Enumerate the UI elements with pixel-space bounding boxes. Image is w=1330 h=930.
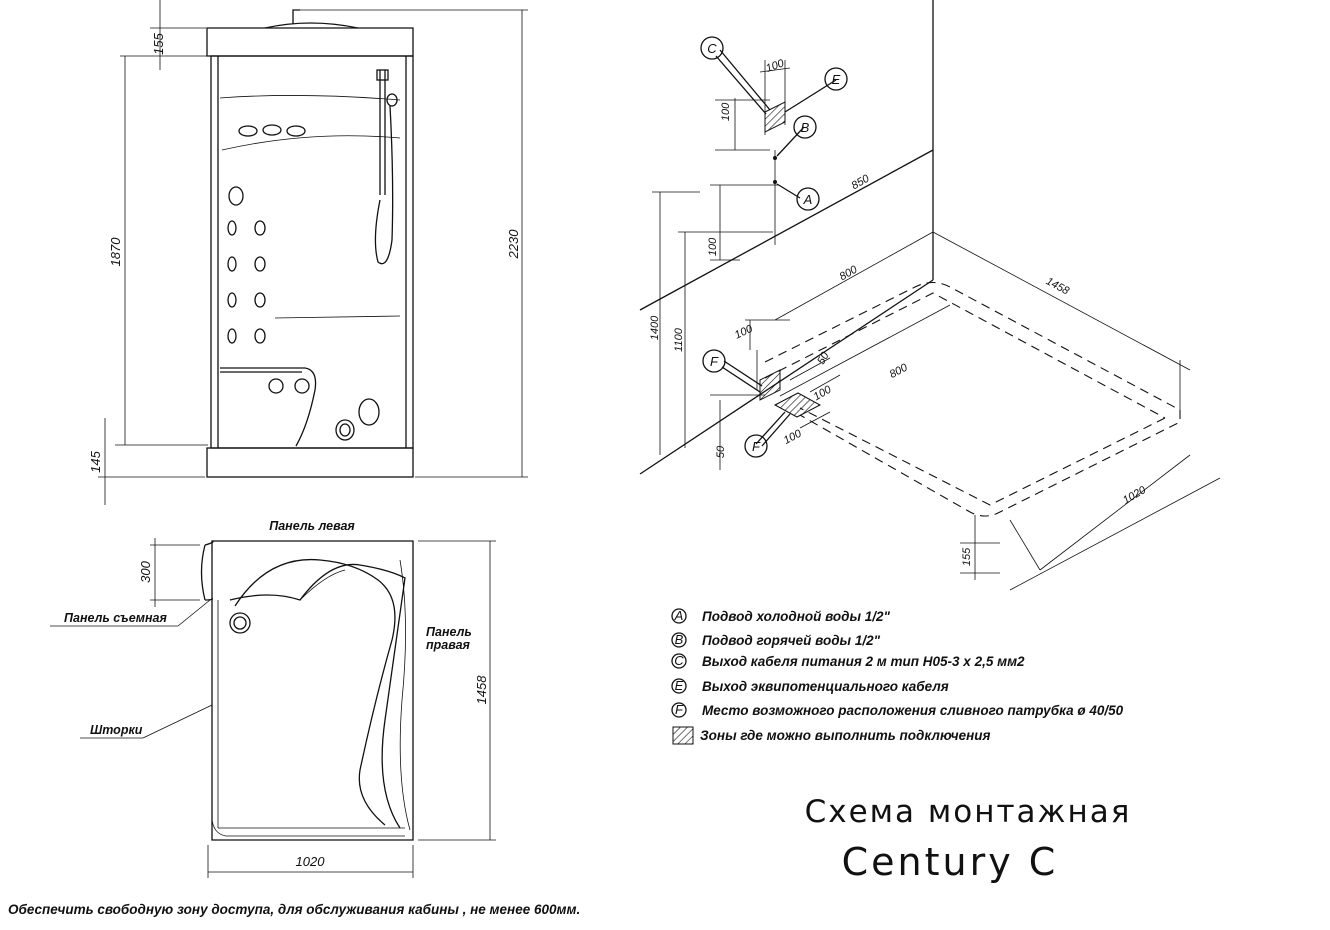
cabin-body — [210, 55, 414, 449]
dim-f-width: 100 — [733, 323, 756, 342]
svg-text:Место возможного расположения: Место возможного расположения сливного п… — [702, 703, 1124, 718]
svg-text:C: C — [674, 653, 684, 668]
isometric-view: C E B A F F 100 100 100 850 1400 1100 80… — [639, 0, 1221, 591]
cabin-base — [206, 447, 414, 478]
dim-f-50-left: 50 — [715, 445, 727, 458]
dim-h1400: 1400 — [649, 315, 661, 340]
dim-depth: 300 — [138, 560, 153, 582]
dim-total-height: 2230 — [506, 229, 521, 260]
dim-d155: 155 — [961, 547, 973, 566]
front-view: 155 1870 2230 145 — [88, 0, 528, 505]
legend-item-b: B Подвод горячей воды 1/2" — [671, 632, 881, 648]
zone-e-hatch — [764, 101, 786, 133]
dim-d1020: 1020 — [1121, 484, 1149, 507]
legend-item-e: E Выход эквипотенциального кабеля — [671, 678, 949, 694]
label-panel-left: Панель левая — [269, 519, 355, 533]
svg-text:E: E — [675, 678, 684, 693]
svg-text:Выход кабеля питания 2 м тип: Выход кабеля питания 2 м тип H05-3 x 2,5… — [702, 654, 1025, 669]
marker-f-floor: F — [752, 439, 761, 454]
title-line-2: Century C — [842, 840, 1059, 884]
label-curtains: Шторки — [90, 723, 143, 737]
svg-text:Выход эквипотенциального кабел: Выход эквипотенциального кабеля — [702, 679, 949, 694]
top-cap — [206, 27, 414, 57]
dim-body-height: 1870 — [108, 237, 123, 267]
top-dome — [264, 22, 359, 29]
dim-e-width: 100 — [764, 57, 786, 75]
legend-item-c: C Выход кабеля питания 2 м тип H05-3 x 2… — [671, 653, 1025, 669]
dim-f-100-bottom: 100 — [782, 427, 805, 447]
top-pipe — [292, 9, 300, 24]
dim-d800-front: 800 — [888, 361, 911, 381]
zone-f-floor-hatch — [773, 392, 822, 418]
dim-top-cap: 155 — [151, 32, 166, 54]
svg-text:Зоны где можно выполнить подк: Зоны где можно выполнить подключения — [700, 728, 991, 743]
label-panel-removable: Панель съемная — [64, 611, 167, 625]
legend-item-zone: Зоны где можно выполнить подключения — [672, 726, 991, 745]
dim-d1458: 1458 — [1044, 275, 1072, 297]
svg-text:F: F — [675, 702, 684, 717]
marker-f-wall: F — [710, 354, 719, 369]
dim-width: 1020 — [296, 854, 326, 869]
title-line-1: Схема монтажная — [805, 794, 1132, 830]
footnote: Обеспечить свободную зону доступа, для о… — [8, 902, 580, 917]
legend: A Подвод холодной воды 1/2" B Подвод гор… — [671, 608, 1124, 745]
label-panel-right-2: правая — [426, 638, 471, 652]
svg-text:Подвод горячей воды 1/2": Подвод горячей воды 1/2" — [702, 633, 881, 648]
marker-c: C — [707, 41, 717, 56]
legend-item-f: F Место возможного расположения сливного… — [671, 702, 1124, 718]
dim-e-height: 100 — [720, 102, 732, 121]
marker-a: A — [803, 192, 813, 207]
svg-text:B: B — [675, 632, 684, 647]
legend-item-a: A Подвод холодной воды 1/2" — [671, 608, 891, 624]
marker-b: B — [801, 120, 810, 135]
dim-b-height: 100 — [707, 237, 719, 256]
zone-f-wall-hatch — [759, 369, 781, 401]
removable-panel — [200, 544, 206, 601]
svg-text:Подвод холодной воды 1/2": Подвод холодной воды 1/2" — [702, 609, 891, 624]
plan-view: 300 1458 1020 Панель левая Панель съемна… — [50, 519, 496, 878]
dim-d800-top: 800 — [838, 263, 861, 283]
dim-f-100-right: 100 — [812, 383, 835, 403]
dim-h1100: 1100 — [673, 327, 685, 352]
marker-e: E — [832, 72, 841, 87]
dim-length: 1458 — [474, 675, 489, 705]
label-panel-right-1: Панель — [426, 625, 472, 639]
dim-base: 145 — [88, 450, 103, 472]
plan-outline — [211, 540, 414, 841]
svg-text:A: A — [674, 608, 684, 623]
dim-f-50-top: 50 — [815, 349, 832, 366]
